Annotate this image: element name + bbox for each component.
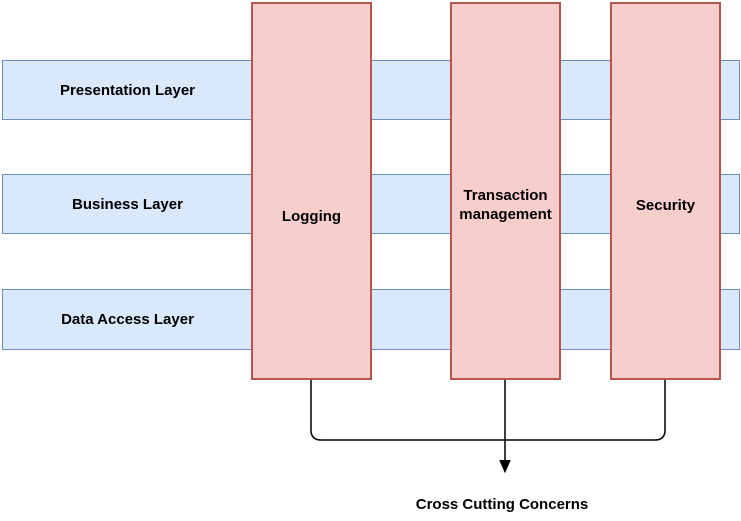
diagram-caption: Cross Cutting Concerns	[415, 496, 589, 513]
concern-transaction-management: Transaction management	[450, 2, 561, 380]
layer-data-access-label: Data Access Layer	[61, 311, 194, 328]
concern-transaction-management-label: Transaction management	[459, 187, 552, 223]
concern-security: Security	[610, 2, 721, 380]
arrowhead-icon	[499, 460, 511, 474]
layer-business-label: Business Layer	[72, 195, 183, 213]
concern-security-label: Security	[635, 197, 696, 214]
concern-logging: Logging	[251, 2, 372, 380]
layer-presentation-label: Presentation Layer	[59, 81, 196, 99]
concern-logging-label: Logging	[281, 208, 342, 225]
bracket-path	[310, 380, 666, 441]
